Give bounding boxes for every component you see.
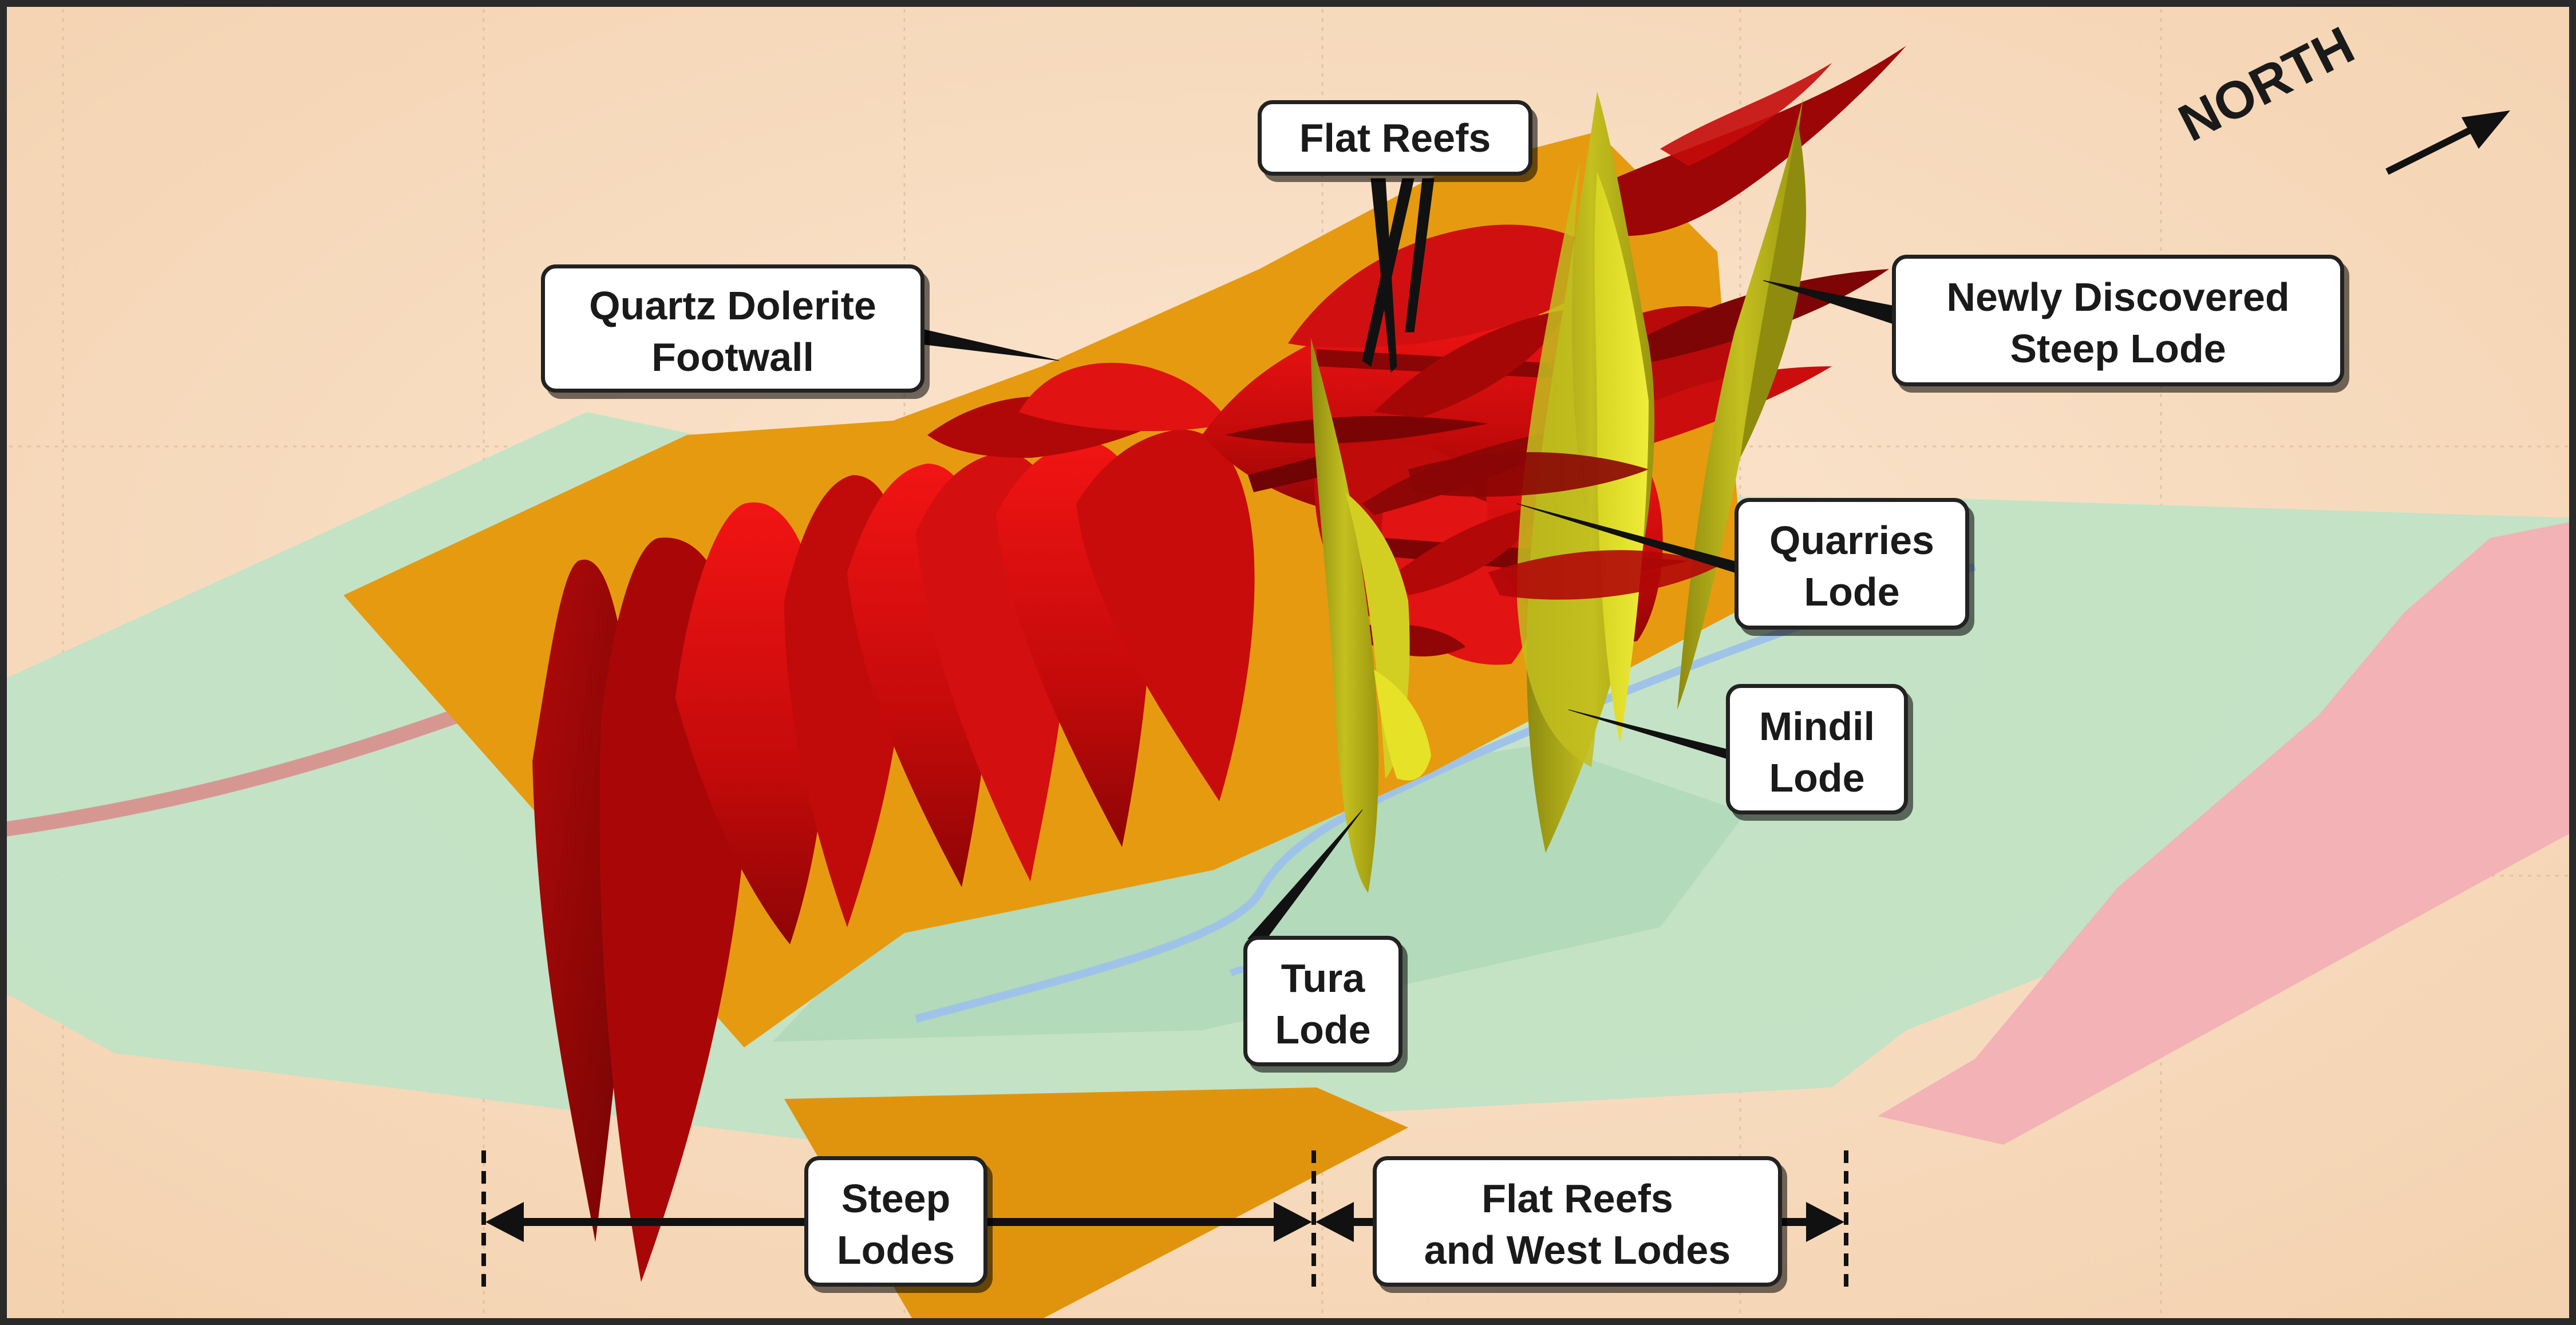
road-line <box>0 708 461 837</box>
steep-lodes-line1: Steep <box>841 1176 951 1221</box>
mindil-line1: Mindil <box>1759 704 1875 749</box>
extent-arrowheads <box>485 1202 1844 1242</box>
quartz-dolerite-line2: Footwall <box>651 335 814 379</box>
steep-lodes-line2: Lodes <box>836 1228 955 1272</box>
label-tura-lode: Tura Lode <box>1243 936 1402 1066</box>
flat-reefs-west-line1: Flat Reefs <box>1481 1176 1673 1221</box>
label-flat-reefs-and-west-lodes: Flat Reefs and West Lodes <box>1373 1156 1782 1287</box>
red-overlay-2 <box>1488 550 1717 600</box>
flat-reefs-text: Flat Reefs <box>1299 116 1491 160</box>
label-quarries-lode: Quarries Lode <box>1735 498 1969 630</box>
newly-discovered-lode-highlight <box>1660 63 1832 166</box>
newly-discovered-line1: Newly Discovered <box>1946 275 2290 319</box>
label-steep-lodes: Steep Lodes <box>804 1156 987 1287</box>
label-flat-reefs: Flat Reefs <box>1258 100 1532 176</box>
tura-line1: Tura <box>1281 956 1365 1000</box>
quarries-line2: Lode <box>1804 569 1900 614</box>
tura-line2: Lode <box>1275 1007 1371 1052</box>
mindil-line2: Lode <box>1769 756 1865 800</box>
steep-lodes <box>532 362 1255 1282</box>
newly-discovered-steep-lode <box>1591 46 1906 236</box>
north-arrow-icon <box>2385 110 2510 175</box>
label-quartz-dolerite-footwall: Quartz Dolerite Footwall <box>541 264 924 393</box>
quartz-dolerite-line1: Quartz Dolerite <box>589 283 876 328</box>
flat-reefs-west-line2: and West Lodes <box>1424 1228 1731 1272</box>
label-mindil-lode: Mindil Lode <box>1726 684 1908 814</box>
red-overlay <box>1408 452 1649 497</box>
pointer-lines <box>915 178 1895 945</box>
label-newly-discovered-steep-lode: Newly Discovered Steep Lode <box>1892 255 2344 386</box>
quarries-line1: Quarries <box>1769 518 1934 563</box>
newly-discovered-line2: Steep Lode <box>2010 326 2226 371</box>
ground-plane-pink <box>1878 521 2576 1145</box>
